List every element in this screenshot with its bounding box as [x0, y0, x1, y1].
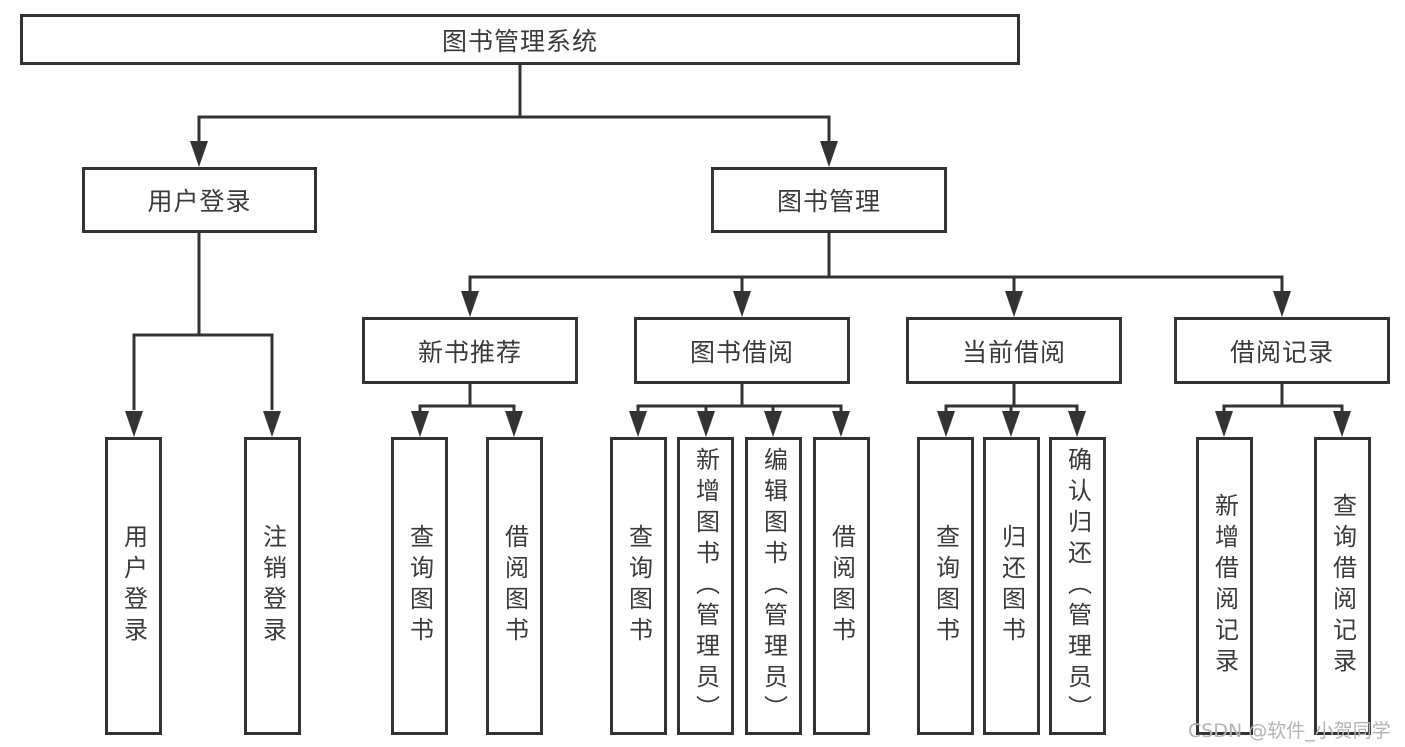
node-root-system: 图书管理系统	[20, 14, 1020, 65]
node-user-login: 用户登录	[82, 167, 317, 233]
node-book-borrow-label: 图书借阅	[689, 337, 794, 367]
leaf-current-query-books-label: 查询图书	[931, 524, 960, 648]
leaf-user-login-label: 用户登录	[119, 524, 148, 648]
leaf-borrow-add-books-admin-label: 新增图书（管理员）	[691, 446, 720, 726]
node-current-borrow-label: 当前借阅	[961, 337, 1066, 367]
leaf-records-query-record-label: 查询借阅记录	[1328, 493, 1357, 679]
connector-borrow-children	[636, 384, 843, 411]
leaf-records-add-record-label: 新增借阅记录	[1210, 493, 1239, 679]
leaf-borrow-query-books: 查询图书	[610, 437, 667, 735]
leaf-logout: 注销登录	[244, 437, 301, 735]
arrowheads-records	[1215, 411, 1351, 437]
leaf-recommend-query-books-label: 查询图书	[405, 524, 434, 648]
arrowheads-borrow	[629, 411, 850, 437]
leaf-borrow-borrow-books-label: 借阅图书	[827, 524, 856, 648]
csdn-watermark: CSDN @软件_小贺同学	[1188, 720, 1391, 742]
connector-book-mgmt-children	[468, 233, 1284, 291]
leaf-records-query-record: 查询借阅记录	[1314, 437, 1371, 735]
arrowheads-user-login	[125, 411, 281, 437]
arrowheads-current	[937, 411, 1086, 437]
node-book-management: 图书管理	[711, 167, 947, 233]
leaf-user-login: 用户登录	[105, 437, 162, 735]
leaf-recommend-borrow-books: 借阅图书	[486, 437, 543, 735]
node-book-borrow: 图书借阅	[634, 317, 850, 384]
leaf-current-query-books: 查询图书	[917, 437, 974, 735]
node-book-management-label: 图书管理	[776, 187, 881, 216]
node-root-label: 图书管理系统	[441, 26, 598, 56]
arrowheads-level2	[190, 141, 838, 167]
leaf-borrow-query-books-label: 查询图书	[624, 524, 653, 648]
node-new-book-recommend-label: 新书推荐	[417, 337, 522, 367]
connector-current-children	[944, 384, 1079, 411]
leaf-current-confirm-return-admin-label: 确认归还（管理员）	[1063, 446, 1092, 726]
node-borrow-records: 借阅记录	[1174, 317, 1390, 384]
leaf-current-confirm-return-admin: 确认归还（管理员）	[1049, 437, 1106, 735]
leaf-recommend-borrow-books-label: 借阅图书	[500, 524, 529, 648]
arrowheads-recommend	[411, 411, 523, 437]
connector-records-children	[1222, 384, 1344, 411]
node-current-borrow: 当前借阅	[906, 317, 1122, 384]
leaf-records-add-record: 新增借阅记录	[1196, 437, 1253, 735]
connector-user-login-children	[132, 233, 274, 410]
leaf-borrow-borrow-books: 借阅图书	[813, 437, 870, 735]
arrowheads-level3	[461, 291, 1291, 317]
node-user-login-label: 用户登录	[147, 187, 252, 216]
leaf-current-return-books: 归还图书	[983, 437, 1040, 735]
node-new-book-recommend: 新书推荐	[362, 317, 578, 384]
leaf-borrow-add-books-admin: 新增图书（管理员）	[677, 437, 734, 735]
leaf-current-return-books-label: 归还图书	[997, 524, 1026, 648]
node-borrow-records-label: 借阅记录	[1229, 337, 1334, 367]
connector-recommend-children	[418, 384, 516, 411]
leaf-logout-label: 注销登录	[258, 524, 287, 648]
connector-root-to-level2	[197, 65, 831, 145]
leaf-borrow-edit-books-admin: 编辑图书（管理员）	[745, 437, 802, 735]
leaf-recommend-query-books: 查询图书	[391, 437, 448, 735]
leaf-borrow-edit-books-admin-label: 编辑图书（管理员）	[759, 446, 788, 726]
